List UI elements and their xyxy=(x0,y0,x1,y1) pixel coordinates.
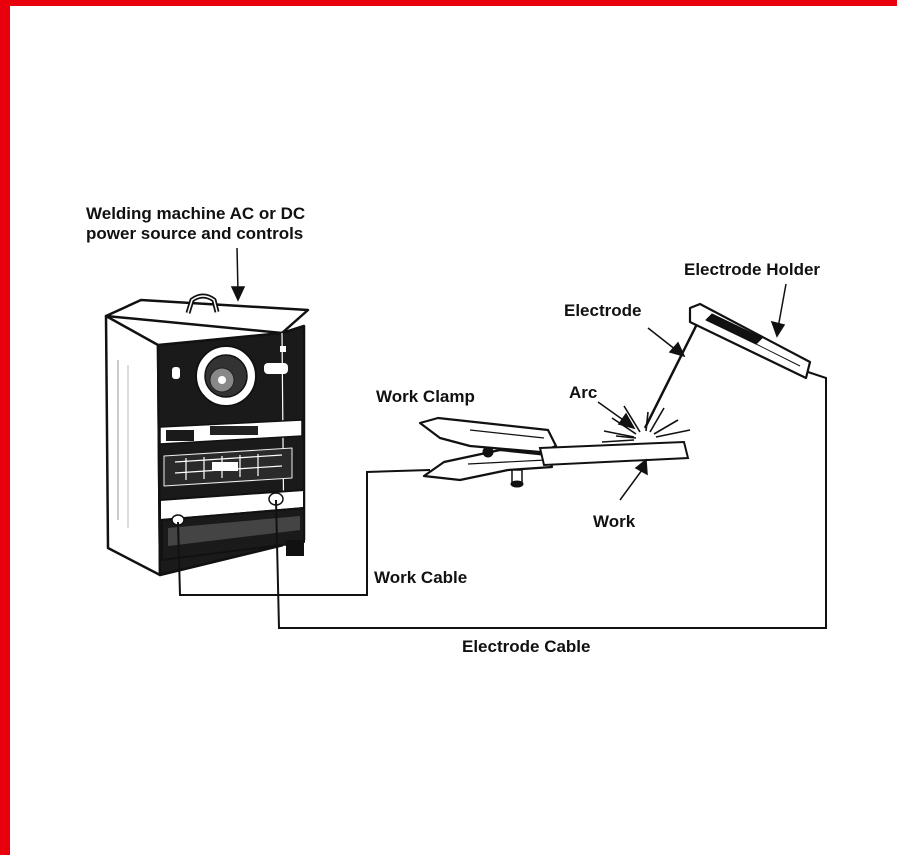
electrode-label: Electrode xyxy=(564,301,642,320)
arc-label: Arc xyxy=(569,383,598,402)
machine-label-line2: power source and controls xyxy=(86,224,304,243)
electrode-cable xyxy=(275,371,827,629)
electrode xyxy=(643,317,702,429)
work-cable xyxy=(177,469,431,596)
electrode-cable-label: Electrode Cable xyxy=(462,637,591,656)
work-piece xyxy=(538,440,690,467)
machine-label-line1: Welding machine AC or DC xyxy=(86,204,306,223)
welding-machine xyxy=(104,293,310,577)
leader-arrows xyxy=(230,247,787,501)
work-cable-label: Work Cable xyxy=(374,568,468,587)
electrode-holder xyxy=(688,302,812,380)
electrode-holder-label: Electrode Holder xyxy=(684,260,821,279)
work-label: Work xyxy=(593,512,636,531)
work-clamp-label: Work Clamp xyxy=(376,387,475,406)
work-clamp xyxy=(418,416,558,488)
